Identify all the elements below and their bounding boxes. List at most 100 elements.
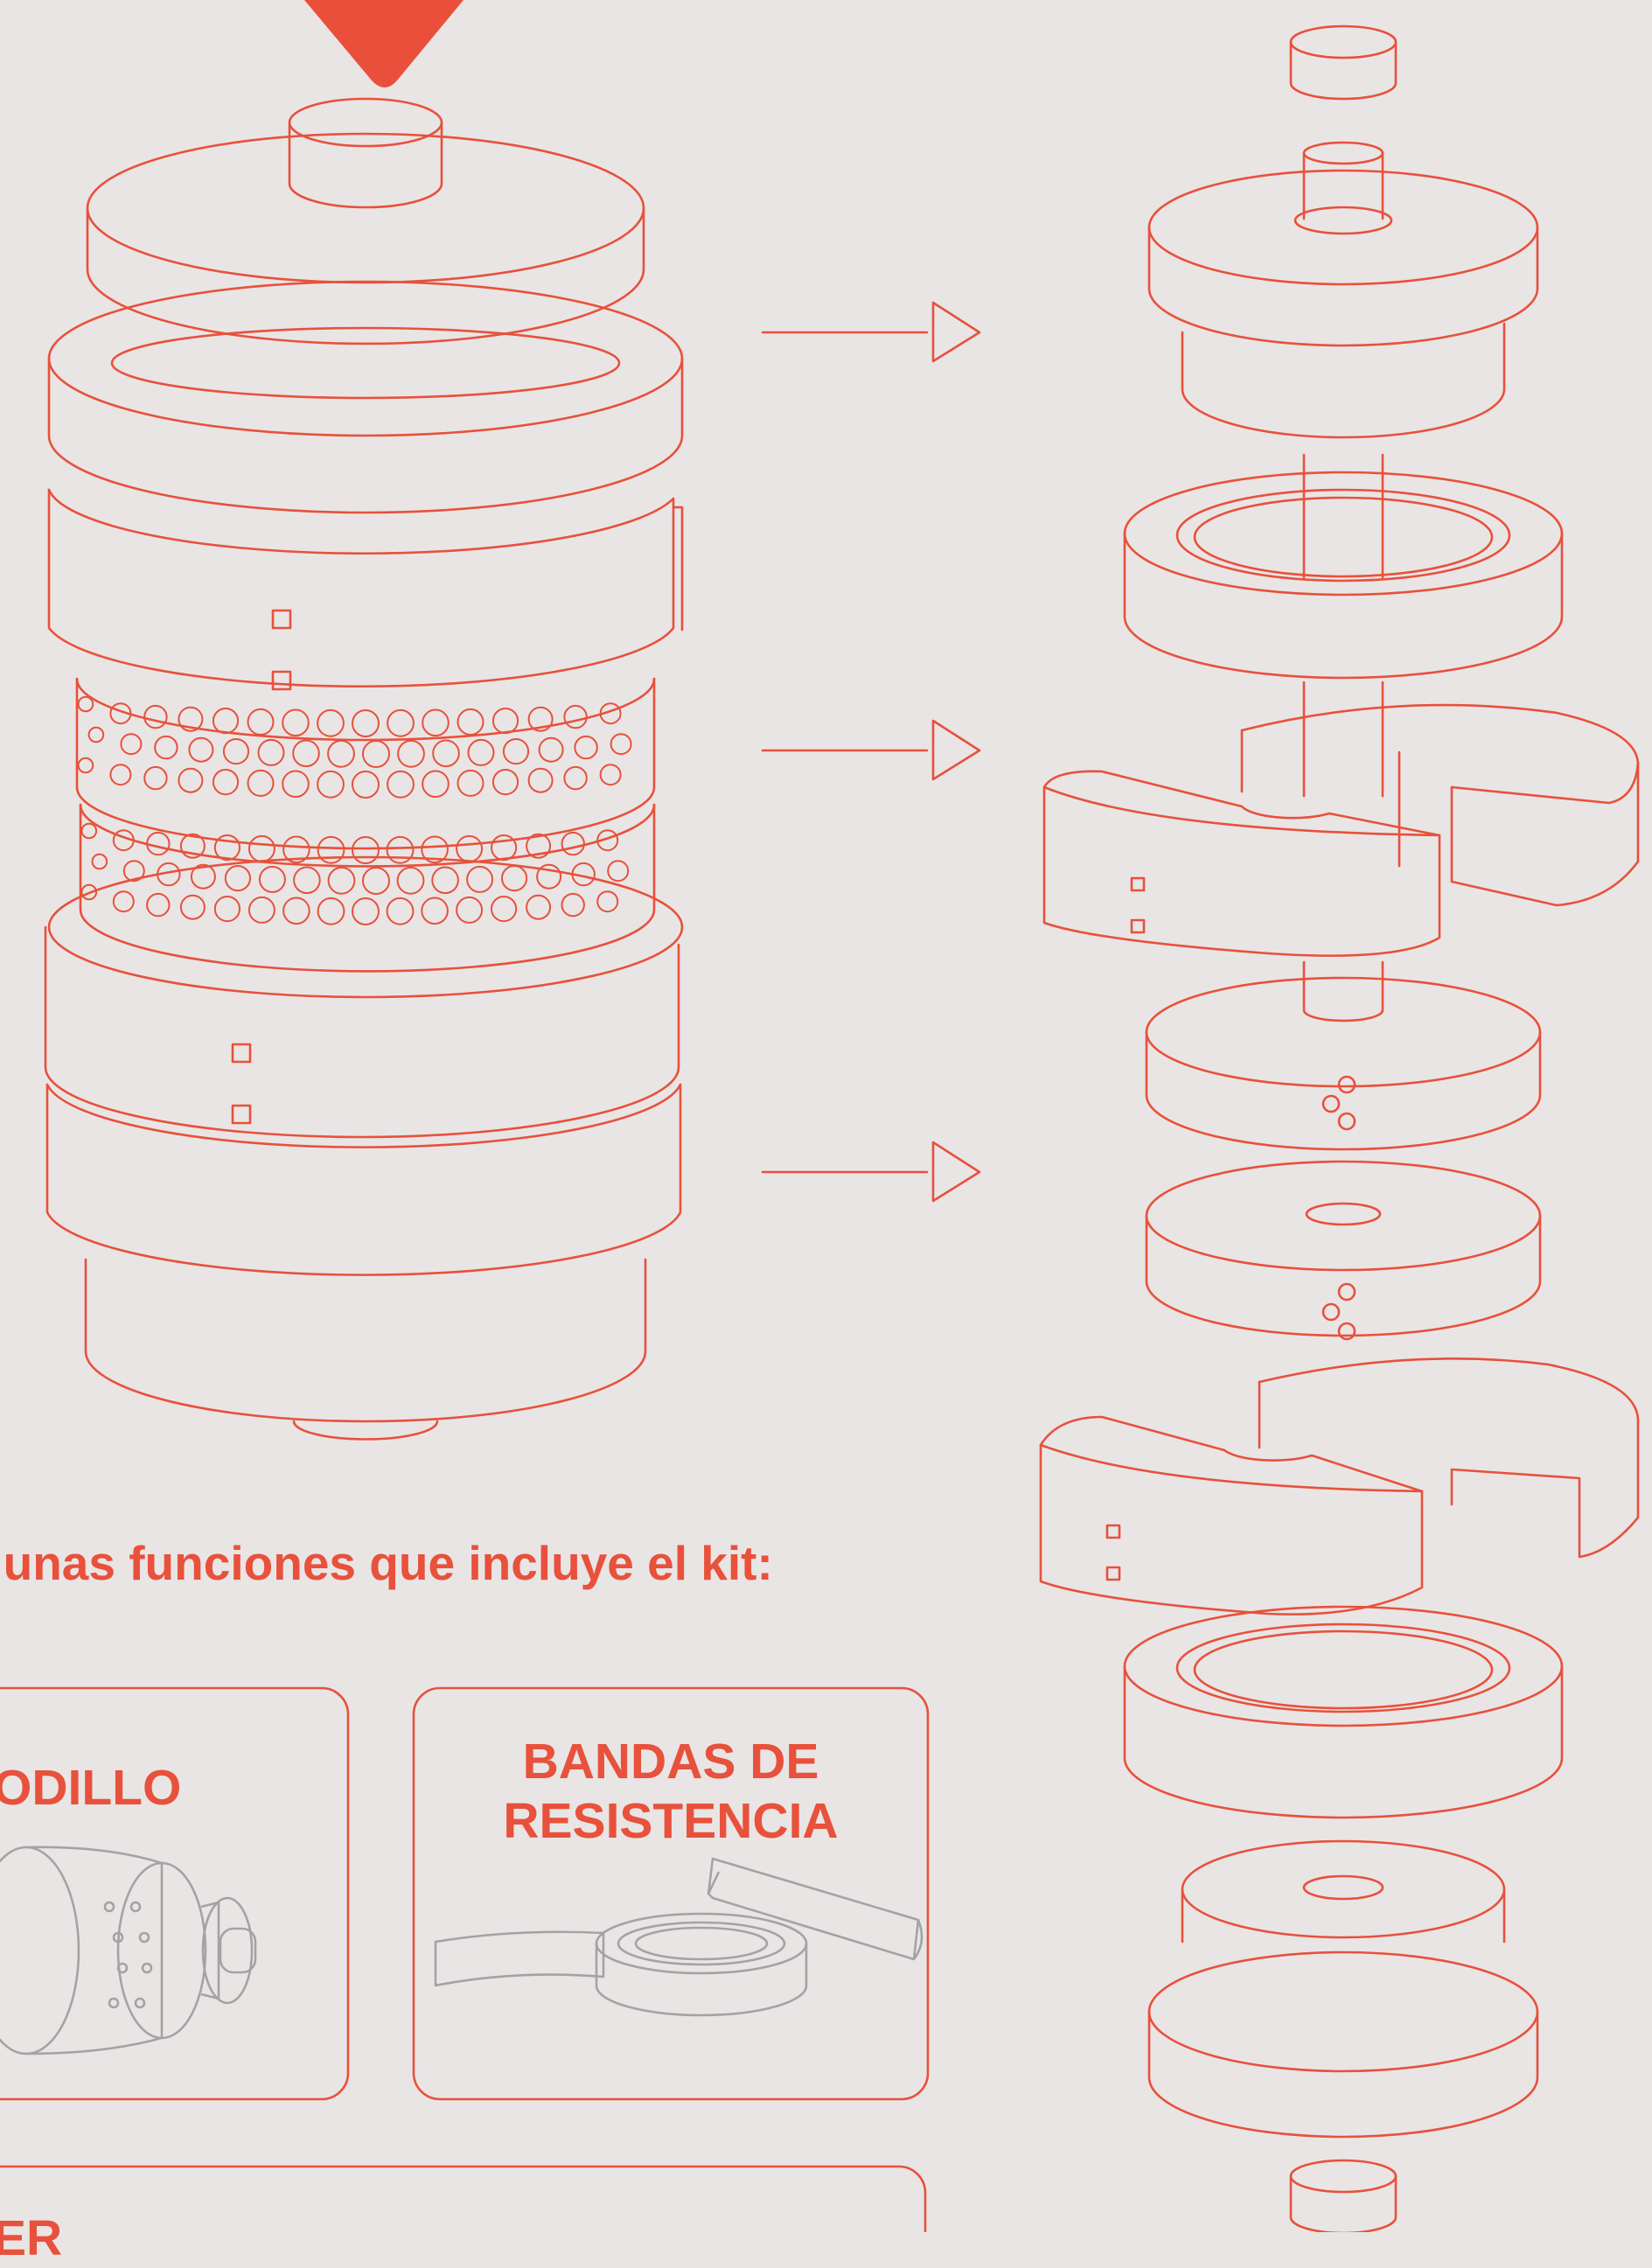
texture-dot bbox=[317, 770, 345, 799]
texture-dot bbox=[561, 831, 585, 856]
texture-dot bbox=[317, 897, 345, 925]
texture-dot bbox=[386, 897, 415, 925]
marker-icon bbox=[231, 1104, 252, 1125]
texture-dot bbox=[178, 706, 204, 732]
part-split-ring bbox=[1039, 1415, 1424, 1616]
texture-dot bbox=[282, 708, 310, 737]
texture-dot bbox=[213, 896, 240, 923]
card-title-roller: ODILLO bbox=[0, 1760, 182, 1816]
texture-dot bbox=[91, 853, 108, 870]
texture-dot bbox=[596, 829, 619, 852]
texture-dot bbox=[213, 834, 240, 862]
texture-dot bbox=[188, 736, 214, 763]
texture-dot bbox=[352, 897, 380, 925]
texture-dot bbox=[431, 866, 459, 895]
assembled-device bbox=[44, 97, 684, 1441]
texture-dot bbox=[571, 862, 596, 887]
texture-dot bbox=[396, 866, 425, 895]
marker-icon bbox=[1105, 1566, 1121, 1581]
texture-dot bbox=[526, 833, 552, 859]
texture-dot bbox=[247, 896, 275, 924]
roller-icon bbox=[0, 1846, 257, 2055]
texture-dot bbox=[610, 733, 632, 756]
arrow-icon bbox=[761, 719, 981, 781]
texture-dot bbox=[327, 866, 356, 895]
texture-dot bbox=[212, 769, 240, 796]
marker-icon bbox=[1130, 876, 1146, 892]
marker-icon bbox=[231, 1043, 252, 1064]
texture-dot bbox=[122, 860, 145, 883]
texture-dot bbox=[77, 695, 94, 713]
texture-dot bbox=[317, 835, 345, 864]
texture-dot bbox=[456, 834, 484, 862]
texture-dot bbox=[421, 835, 449, 864]
texture-dot bbox=[293, 866, 321, 895]
texture-dot bbox=[178, 767, 204, 793]
texture-dot bbox=[563, 704, 588, 729]
exploded-parts bbox=[1039, 24, 1640, 2232]
part-textured-roller bbox=[1145, 976, 1542, 1088]
texture-dot bbox=[362, 867, 390, 895]
texture-dot bbox=[596, 890, 619, 913]
texture-dot bbox=[282, 770, 310, 799]
texture-dot bbox=[317, 708, 345, 737]
texture-dot bbox=[282, 835, 310, 864]
texture-dot bbox=[421, 897, 449, 925]
texture-dot bbox=[247, 708, 275, 736]
resistance-bands-icon bbox=[434, 1857, 924, 2017]
texture-dot bbox=[387, 770, 415, 799]
texture-dot bbox=[526, 894, 552, 920]
texture-dot bbox=[87, 726, 105, 743]
texture-dot bbox=[109, 702, 132, 725]
texture-dot bbox=[397, 739, 425, 768]
texture-dot bbox=[247, 769, 275, 797]
texture-dot bbox=[502, 738, 530, 765]
part-bottom-cap bbox=[1181, 1839, 1506, 1939]
texture-dot bbox=[422, 708, 450, 737]
texture-dot bbox=[561, 892, 585, 918]
card-title-bands-line2: RESISTENCIA bbox=[503, 1793, 839, 1849]
texture-dot bbox=[143, 704, 168, 729]
texture-dot bbox=[224, 865, 251, 892]
texture-dot bbox=[527, 767, 554, 793]
pointer-triangle-icon bbox=[304, 0, 464, 87]
texture-dot bbox=[327, 739, 355, 768]
texture-dot bbox=[143, 765, 168, 791]
part-top-cap bbox=[1147, 169, 1539, 286]
part-split-ring bbox=[1042, 770, 1441, 957]
texture-dot bbox=[457, 769, 484, 797]
feature-card-third bbox=[0, 2165, 927, 2232]
texture-dot bbox=[157, 862, 181, 887]
texture-dot bbox=[222, 738, 250, 765]
texture-dot bbox=[212, 708, 240, 735]
texture-dot bbox=[154, 735, 178, 760]
texture-dots bbox=[77, 695, 632, 925]
texture-dot bbox=[112, 890, 135, 913]
texture-dot bbox=[352, 836, 380, 864]
marker-icon bbox=[271, 609, 292, 630]
texture-dot bbox=[422, 770, 450, 799]
arrow-icon bbox=[761, 1141, 981, 1203]
texture-dot bbox=[257, 738, 285, 766]
texture-dot bbox=[120, 733, 143, 756]
texture-dot bbox=[599, 702, 622, 725]
feature-card-roller bbox=[0, 1686, 350, 2101]
texture-dot bbox=[112, 829, 135, 852]
marker-icon bbox=[1130, 918, 1146, 934]
card-title-third: ER bbox=[0, 2210, 63, 2266]
marker-icon bbox=[271, 670, 292, 691]
texture-dot bbox=[146, 892, 171, 918]
texture-dot bbox=[536, 863, 562, 890]
texture-dot bbox=[491, 708, 519, 735]
texture-dot bbox=[387, 708, 415, 737]
texture-dot bbox=[491, 769, 519, 796]
texture-dot bbox=[179, 833, 206, 859]
texture-dot bbox=[599, 764, 622, 786]
texture-dot bbox=[607, 860, 630, 883]
texture-dot bbox=[538, 736, 564, 763]
card-title-bands-line1: BANDAS DE bbox=[522, 1734, 819, 1790]
texture-dot bbox=[146, 831, 171, 856]
texture-dot bbox=[352, 709, 380, 737]
texture-dot bbox=[292, 739, 320, 768]
texture-dot bbox=[491, 896, 518, 923]
